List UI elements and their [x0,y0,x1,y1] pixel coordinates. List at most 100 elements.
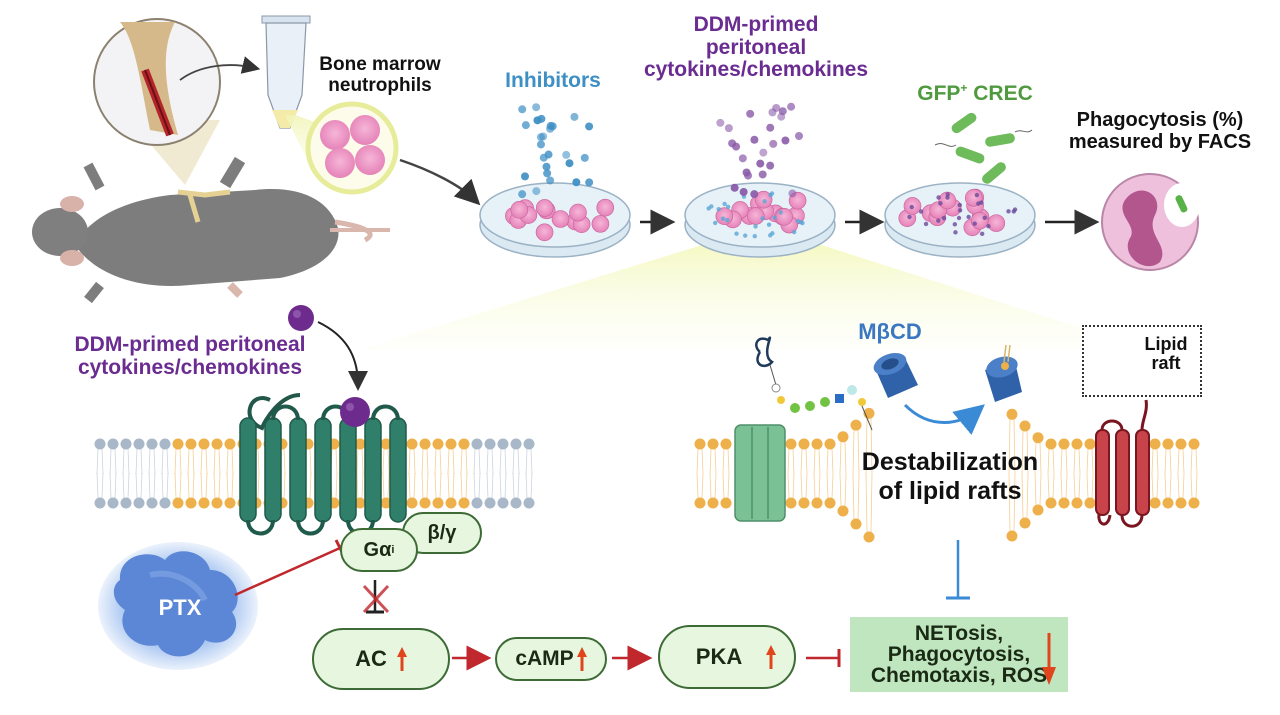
lipid-tail [114,448,117,475]
lipid-tail [361,472,364,499]
lipid-head [720,497,732,509]
molecule-dot [758,170,767,179]
lipid-tail [192,448,195,475]
particle [1012,207,1018,212]
lipid-head [380,497,392,509]
ligand-ball-free [288,305,314,331]
lipid-tail [1151,473,1154,499]
destabilization-label: Destabilization of lipid rafts [820,448,1080,506]
particle [706,206,711,211]
lipid-tail [714,473,717,499]
lipid-head [811,438,823,450]
lipid-tail [499,472,502,499]
particle [766,222,772,227]
lipid-tail [696,448,699,475]
particle [956,215,962,221]
lipid-head [1188,497,1200,509]
lipid-tail [179,448,182,475]
lipid-head [850,518,862,530]
lipid-head [1149,438,1161,450]
lipid-tail [408,448,411,475]
lipid-tail [499,448,502,475]
transmembrane-helix [314,417,332,523]
lipid-head [172,438,184,450]
molecule-dot [543,169,552,178]
lipid-tail [722,448,725,475]
lipid-tail [140,448,143,475]
lipid-head [198,497,210,509]
lipid-head [1045,438,1057,450]
particle [936,195,941,200]
lipid-tail [122,472,125,499]
label-superscript: + [960,81,968,95]
lipid-head [510,497,522,509]
lipid-tail [465,448,468,475]
lipid-tail [1091,448,1094,475]
molecule-dot [585,122,594,131]
molecule-dot [521,172,530,181]
mouse-icon [32,156,390,304]
label-line: Chemotaxis, ROS [870,664,1048,687]
lipid-tail [818,473,821,499]
lipid-tail [1169,473,1172,499]
label-line: cytokines/chemokines [643,58,869,82]
extracellular-loop [371,404,400,421]
lipid-head [1019,517,1031,529]
lipid-tail [709,473,712,499]
neutrophil-cell [535,223,554,242]
particle [752,233,757,239]
pka-node: PKA [658,625,796,689]
extraction-arrow [179,56,261,81]
molecule-dot [788,189,797,198]
lipid-tail [283,448,286,475]
particle [986,224,991,229]
lipid-tail [491,448,494,475]
up-arrow-icon [766,645,777,669]
phagocytosing-neutrophil-icon [1101,173,1200,271]
particle [720,216,726,221]
lipid-tail [800,448,803,475]
dish-bacteria [884,182,1036,258]
lipid-head [798,497,810,509]
lipid-head [824,438,836,450]
lipid-tail [213,472,216,499]
lipid-head [785,438,797,450]
particle [800,220,805,226]
molecule-dot [738,154,747,163]
lipid-tail [460,448,463,475]
lipid-head [707,438,719,450]
neutrophil-cluster-magnifier [305,101,399,195]
lipid-tail [1073,473,1076,499]
neutrophil-cell [535,199,554,217]
lipid-head [432,497,444,509]
particle [762,199,767,204]
lipid-tail [1177,448,1180,475]
lipid-tail [1182,473,1185,499]
lipid-tail [309,472,312,499]
lipid-tail [335,472,338,499]
lipid-tail [478,448,481,475]
lipid-tail [1086,473,1089,499]
lipid-tail [512,448,515,475]
label-line: DDM-primed [693,13,819,36]
lipid-tail [727,473,730,499]
neutrophil-cell [938,191,957,210]
lipid-tail [1034,473,1037,506]
lipid-tail [1182,448,1185,475]
lipid-tail [857,473,860,520]
outcome-box: NETosis, Phagocytosis, Chemotaxis, ROS [850,617,1068,692]
lipid-head [1084,438,1096,450]
ptx-label: PTX [158,595,202,620]
particle [966,214,971,220]
lipid-tail [1060,448,1063,475]
lipid-tail [166,472,169,499]
lipid-head [146,438,158,450]
lipid-head [1175,438,1187,450]
particle [979,200,984,205]
ptx-toxin-icon [98,542,258,670]
lipid-tail [96,448,99,475]
neutrophil-cell [775,207,793,226]
lipid-tail [1078,448,1081,475]
particle [918,209,924,214]
